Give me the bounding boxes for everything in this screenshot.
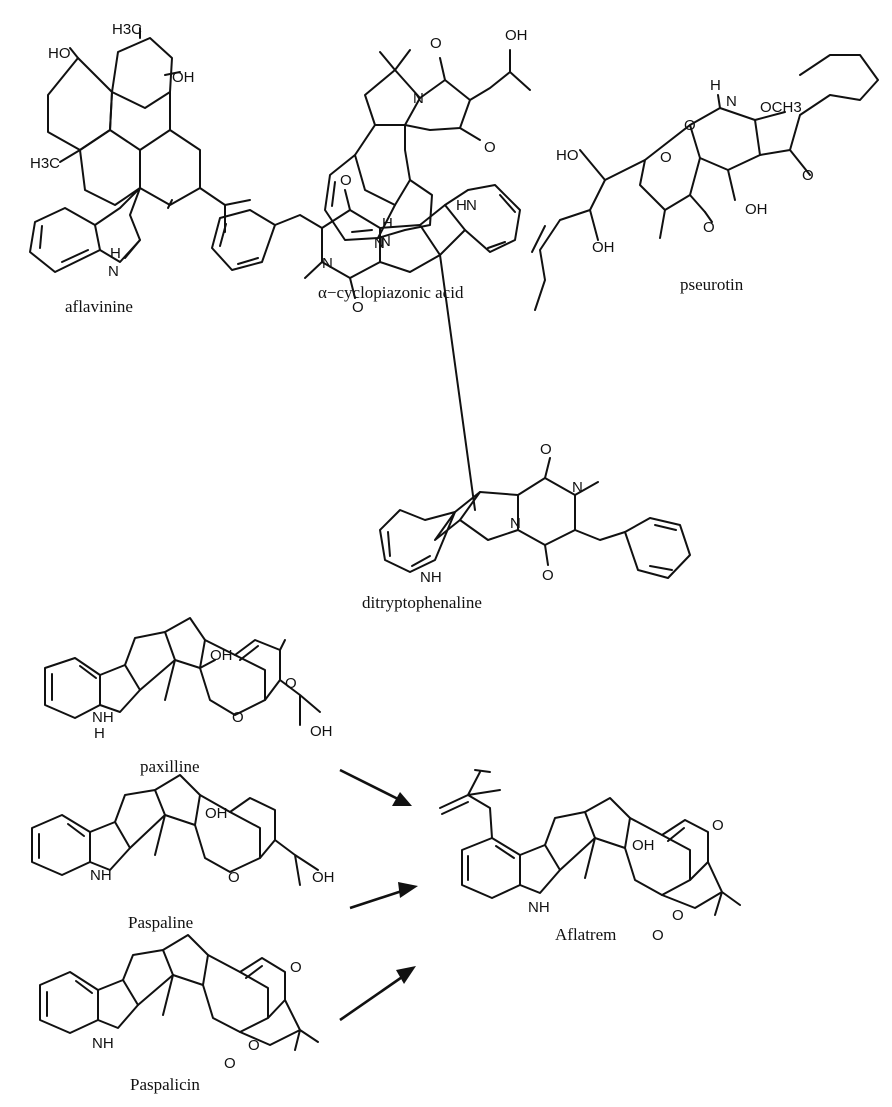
arrow-paxilline [339, 768, 401, 802]
pseurotin-oh-label-2: OH [592, 239, 615, 256]
paspaline-o-label: O [228, 869, 240, 886]
ditryptophenaline-caption: ditryptophenaline [362, 593, 482, 612]
cpa-n-label-2: N [380, 233, 391, 250]
paspaline-caption: Paspaline [128, 913, 193, 932]
dtp-o-label-1: O [340, 172, 352, 189]
pseurotin-o-label-4: O [703, 219, 715, 236]
aflavinine-nh-h-label: H [110, 245, 121, 262]
pseurotin-oh-label: OH [745, 201, 768, 218]
cpa-oh-label: OH [505, 27, 528, 44]
paspalicin-nh-label: NH [92, 1035, 114, 1052]
arrowhead-paspalicin [396, 966, 416, 984]
dtp-n-label-1: N [374, 235, 385, 252]
arrowhead-paspaline [398, 882, 418, 898]
cpa-o-label-2: O [484, 139, 496, 156]
pseurotin-structure [531, 54, 879, 311]
paspaline-structure [31, 774, 319, 886]
arrow-paspalicin [339, 973, 406, 1022]
aflavinine-structure [29, 27, 251, 273]
aflavinine-oh-label: OH [172, 69, 195, 86]
aflatrem-caption: Aflatrem [555, 925, 616, 944]
paspalicin-structure [39, 934, 319, 1051]
cpa-h-label: H [382, 215, 393, 232]
aflavinine-ho-label: HO [48, 45, 71, 62]
cyclopiazonic-acid-structure [324, 49, 531, 241]
paxilline-h-label: H [94, 725, 105, 742]
dtp-nh-label: NH [420, 569, 442, 586]
aflavinine-caption: aflavinine [65, 297, 133, 316]
aflatrem-nh-label: NH [528, 899, 550, 916]
dtp-n-label-3: N [572, 479, 583, 496]
aflavinine-h3c-label-2: H3C [30, 155, 60, 172]
pseurotin-caption: pseurotin [680, 275, 744, 294]
paxilline-structure [44, 617, 321, 726]
aflatrem-o-label-3: O [652, 927, 664, 944]
pseurotin-o-label-3: O [802, 167, 814, 184]
pseurotin-h-label: H [710, 77, 721, 94]
cpa-n-label: N [413, 90, 424, 107]
pseurotin-n-label: N [726, 93, 737, 110]
ditryptophenaline-structure [211, 184, 691, 579]
dtp-hn-label: H [456, 197, 467, 214]
arrowhead-paxilline [392, 792, 412, 806]
dtp-o-label-3: O [540, 441, 552, 458]
aflatrem-structure [439, 769, 741, 916]
pseurotin-o-label-2: O [660, 149, 672, 166]
pseurotin-och3-label: OCH3 [760, 99, 802, 116]
pseurotin-o-label-1: O [684, 117, 696, 134]
dtp-n-label-4: N [510, 515, 521, 532]
paspalicin-o-label-2: O [248, 1037, 260, 1054]
paxilline-o-label-1: O [285, 675, 297, 692]
paxilline-nh-label: NH [92, 709, 114, 726]
paspaline-oh-label: OH [205, 805, 228, 822]
paxilline-o-label-2: O [232, 709, 244, 726]
paspalicin-caption: Paspalicin [130, 1075, 200, 1094]
aflavinine-nh-n-label: N [108, 263, 119, 280]
aflavinine-h3c-label: H3C [112, 21, 142, 38]
dtp-n-label-2: N [322, 255, 333, 272]
dtp-n-label-top: N [466, 197, 477, 214]
paxilline-caption: paxilline [140, 757, 199, 776]
pseurotin-ho-label: HO [556, 147, 579, 164]
aflatrem-oh-label: OH [632, 837, 655, 854]
arrow-paspaline [349, 888, 406, 910]
cyclopiazonic-caption: α−cyclopiazonic acid [318, 283, 464, 302]
paxilline-oh-label: OH [210, 647, 233, 664]
cpa-o-label-1: O [430, 35, 442, 52]
paspalicin-o-label-1: O [290, 959, 302, 976]
aflatrem-o-label-1: O [712, 817, 724, 834]
dtp-o-label-2: O [352, 299, 364, 316]
paspaline-nh-label: NH [90, 867, 112, 884]
paspaline-oh-label-2: OH [312, 869, 335, 886]
reaction-arrows [339, 768, 418, 1022]
dtp-o-label-4: O [542, 567, 554, 584]
paxilline-oh-label-2: OH [310, 723, 333, 740]
aflatrem-o-label-2: O [672, 907, 684, 924]
paspalicin-o-label-3: O [224, 1055, 236, 1072]
